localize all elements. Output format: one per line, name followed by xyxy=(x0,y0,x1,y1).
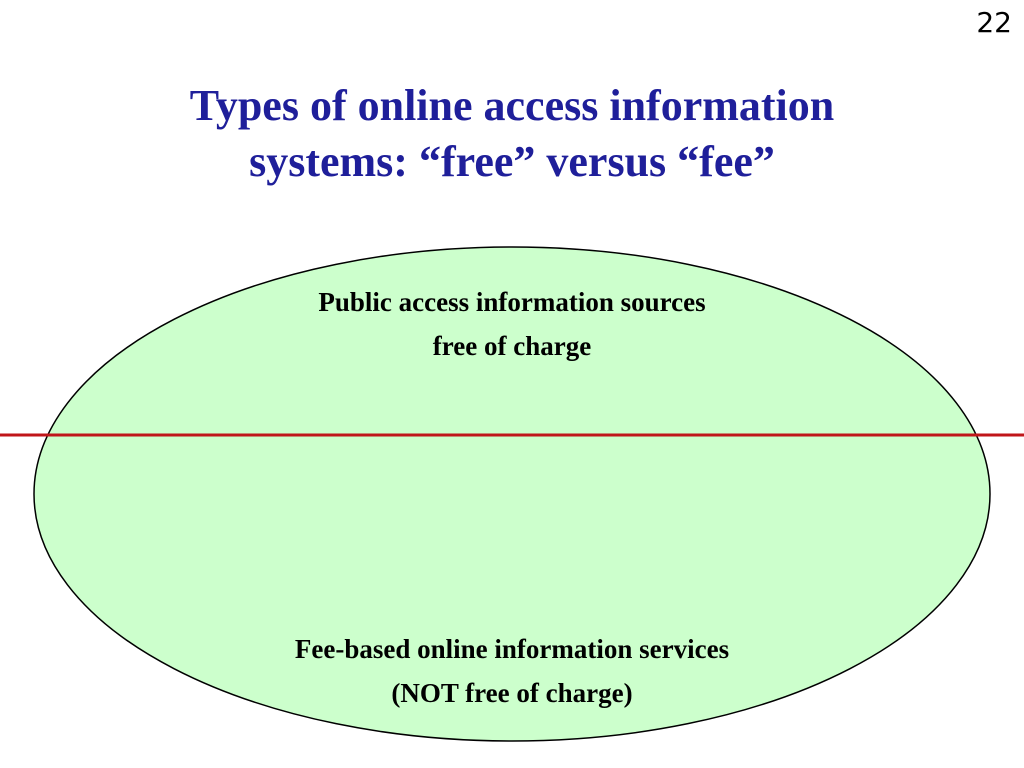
slide-title-line-1: Types of online access information xyxy=(189,81,835,130)
free-region-label-line-1: Public access information sources xyxy=(318,287,706,317)
page-number: 22 xyxy=(976,6,1012,39)
fee-region-label-line-2: (NOT free of charge) xyxy=(391,678,633,708)
free-region-label-line-2: free of charge xyxy=(432,331,592,361)
info-systems-ellipse xyxy=(33,246,991,742)
free-region-label: Public access information sources free o… xyxy=(0,280,1024,368)
slide-title-line-2: systems: “free” versus “fee” xyxy=(249,137,775,186)
slide-title: Types of online access information syste… xyxy=(0,78,1024,190)
fee-region-label-line-1: Fee-based online information services xyxy=(294,634,730,664)
fee-region-label: Fee-based online information services (N… xyxy=(0,627,1024,715)
